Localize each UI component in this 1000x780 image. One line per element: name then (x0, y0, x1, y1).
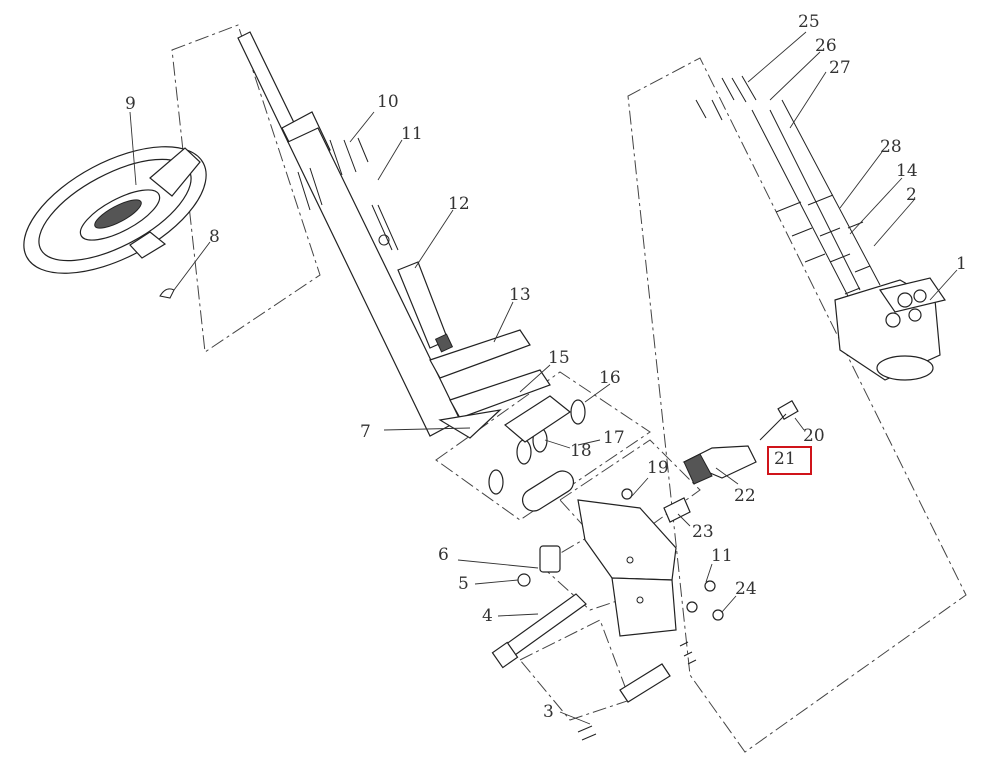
callout-13: 13 (509, 285, 531, 305)
callout-11-lower: 11 (711, 546, 733, 566)
callout-24: 24 (735, 579, 757, 599)
spacer-icon (539, 545, 561, 573)
long-bolt-icon (491, 593, 587, 669)
steering-control-unit-icon (834, 277, 946, 381)
washer-icon (488, 395, 586, 512)
callout-25: 25 (798, 12, 820, 32)
callout-17: 17 (603, 428, 625, 448)
plate-icon (775, 194, 871, 295)
callout-7: 7 (360, 422, 371, 442)
callout-11-upper: 11 (401, 124, 423, 144)
callout-18: 18 (570, 441, 592, 461)
lower-bracket-icon (577, 641, 697, 741)
callout-3: 3 (543, 702, 554, 722)
callout-10: 10 (377, 92, 399, 112)
callout-8: 8 (209, 227, 220, 247)
callout-15: 15 (548, 348, 570, 368)
callout-12: 12 (448, 194, 470, 214)
nut-icon (517, 488, 724, 621)
callout-6: 6 (438, 545, 449, 565)
callout-16: 16 (599, 368, 621, 388)
callout-19: 19 (647, 458, 669, 478)
bolt-20-icon (759, 399, 799, 441)
callout-4: 4 (482, 606, 493, 626)
callout-23: 23 (692, 522, 714, 542)
callout-22: 22 (734, 486, 756, 506)
steering-wheel-icon (23, 146, 207, 274)
callout-27: 27 (829, 58, 851, 78)
highlight-box-21 (767, 446, 812, 475)
callout-26: 26 (815, 36, 837, 56)
callout-2: 2 (906, 185, 917, 205)
clamp-icon (663, 497, 691, 523)
leader-lines (129, 31, 958, 725)
callout-1: 1 (956, 254, 967, 274)
callout-21: 21 (774, 449, 796, 469)
mounting-bracket-icon (577, 499, 677, 637)
clip-icon (159, 288, 175, 299)
lever-handle-icon (682, 445, 757, 485)
callout-9: 9 (125, 94, 136, 114)
callout-5: 5 (458, 574, 469, 594)
callout-14: 14 (896, 161, 918, 181)
callout-28: 28 (880, 137, 902, 157)
bolt-icon (297, 75, 881, 301)
steering-column-icon (237, 31, 551, 439)
callout-20: 20 (803, 426, 825, 446)
